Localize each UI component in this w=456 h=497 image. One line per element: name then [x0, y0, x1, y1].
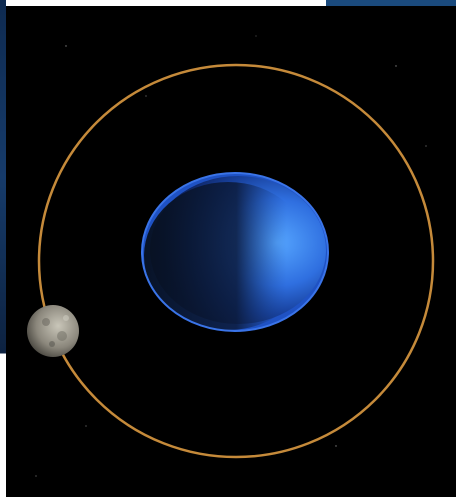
orbit-ring — [37, 63, 435, 459]
moon-icon[interactable] — [27, 305, 79, 357]
top-white-bar — [135, 0, 326, 6]
starfield — [35, 35, 427, 477]
top-blue-bar — [326, 0, 456, 6]
planet-icon[interactable] — [141, 172, 329, 332]
bottom-left-margin — [0, 442, 6, 497]
orbit-diagram — [27, 35, 435, 477]
left-edge-strip — [0, 0, 6, 442]
space-viewport[interactable] — [6, 6, 456, 497]
